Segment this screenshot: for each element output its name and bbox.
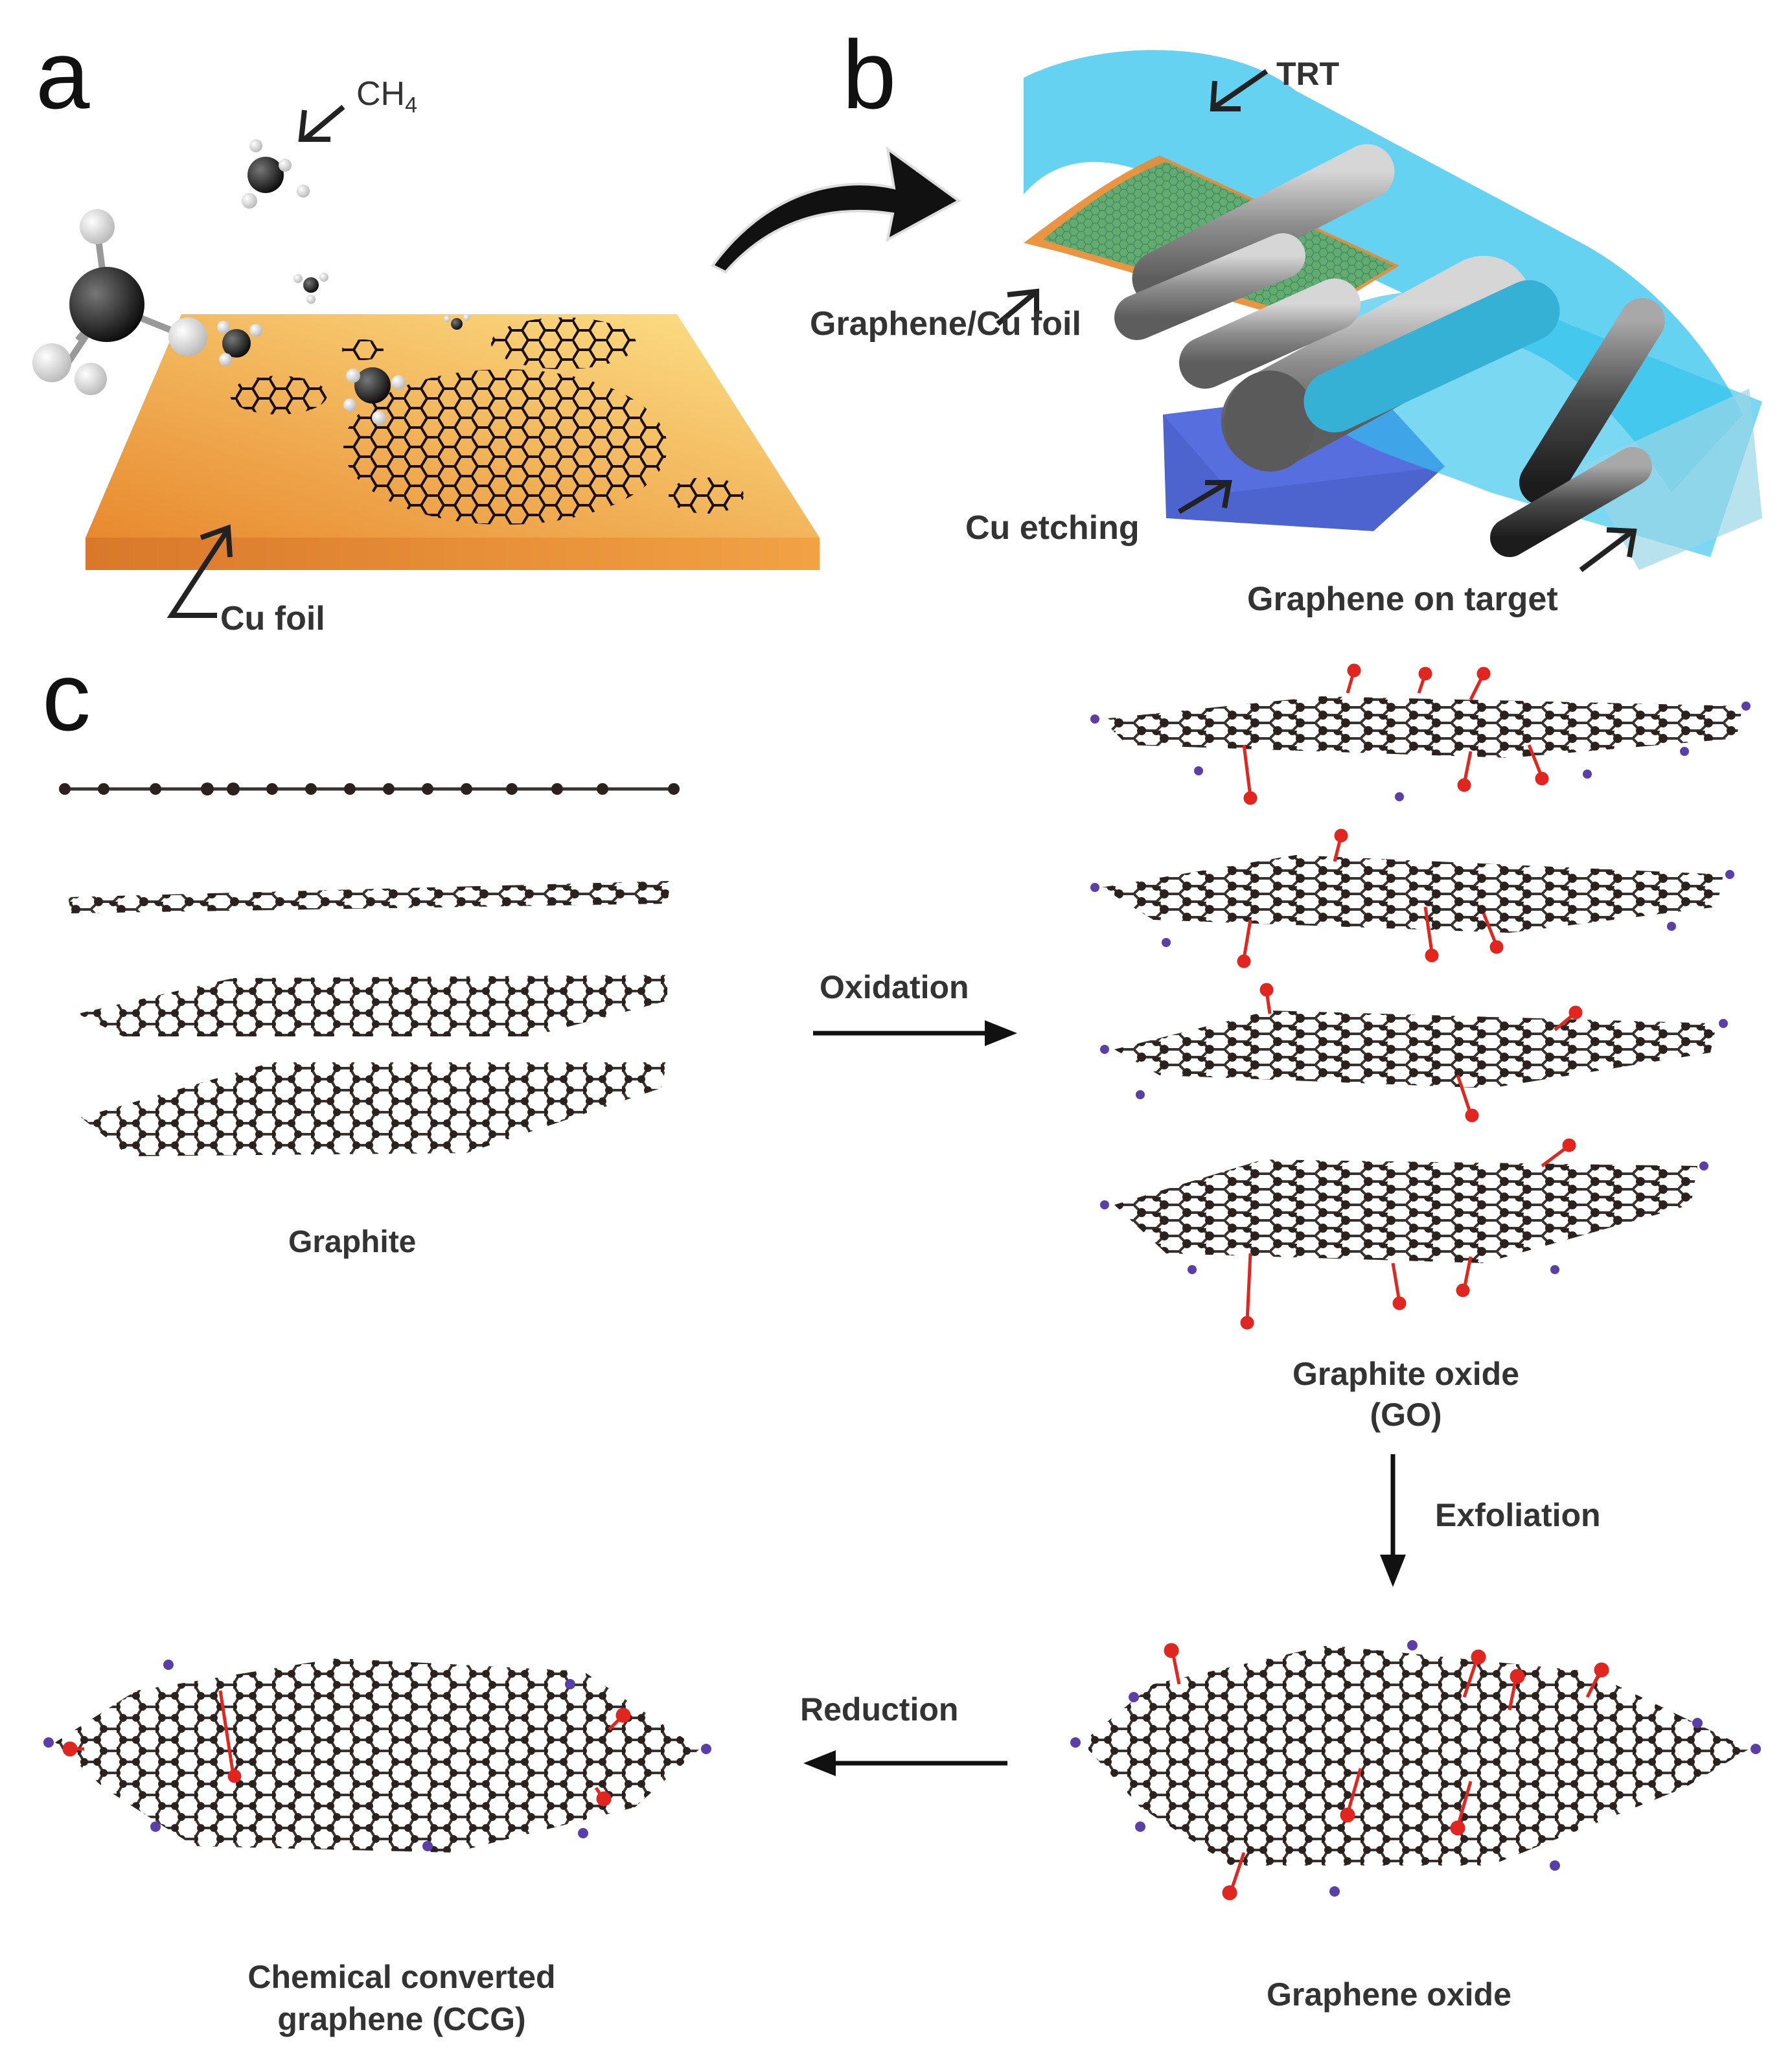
graphene-islands [230,317,744,525]
panel-b-illustration [996,50,1762,573]
graphene-island-right [491,317,636,369]
roller-right-lower [1490,447,1652,557]
graphene-oxide-sheet [1070,1640,1761,1901]
methane-medium [242,139,310,209]
roller-top [1132,144,1395,306]
ch4-subscript: 4 [405,93,418,118]
oxidation-arrow [813,1020,1017,1046]
go-layer-2 [1090,828,1734,968]
oxidation-label: Oxidation [820,969,969,1005]
graphite-oxide-label-line1: Graphite oxide [1292,1356,1520,1392]
panel-a-illustration [32,104,820,618]
reduction-arrow [803,1750,1007,1776]
ch4-label: CH4 [356,74,417,118]
roller-right-upper [1519,298,1665,505]
graphite-layer-4 [81,1062,667,1156]
methane-adsorbed-2 [343,367,406,425]
roller-upper-left [1114,233,1305,340]
panel-a-letter: a [36,20,90,129]
exfoliation-label: Exfoliation [1435,1497,1601,1533]
graphite-oxide-label: Graphite oxide (GO) [1244,1354,1568,1435]
graphite-layer-2 [68,881,671,913]
graphite-oxide-stack [1090,663,1751,1330]
panel-c-letter: c [42,642,91,751]
roller-bath [1304,280,1560,433]
cu-foil-pointer [167,524,233,618]
go-layer-1 [1090,663,1751,805]
graphene-oxide-label: Graphene oxide [1267,1976,1511,2013]
panel-b-letter: b [842,20,897,129]
graphene-island-large [343,369,667,525]
methane-large [32,209,207,395]
reduction-label: Reduction [800,1691,959,1728]
go-layer-4 [1100,1138,1708,1330]
target-substrate [1581,389,1762,570]
go-layer-3 [1100,983,1728,1123]
graphite-stack [59,782,680,1156]
ch4-arrow [298,104,345,142]
methane-small [293,273,470,330]
roller-middle [1179,279,1361,389]
cu-foil-label: Cu foil [220,600,325,637]
graphite-label: Graphite [288,1225,417,1259]
ccg-label-line1: Chemical converted [247,1959,556,1995]
ccg-label-line2: graphene (CCG) [277,2001,526,2037]
panel-b-pointers [996,69,1637,573]
exfoliation-arrow [1380,1454,1406,1587]
ccg-label: Chemical converted graphene (CCG) [194,1956,609,2040]
graphite-layer-3 [78,975,667,1036]
ccg-sheet [43,1658,711,1853]
trt-label: TRT [1276,56,1340,92]
graphite-oxide-label-line2: (GO) [1370,1396,1442,1433]
ch4-text: CH [356,75,406,113]
methane-adsorbed-1 [217,321,262,366]
graphene-island-tiny [342,339,384,360]
graphene-island-small [669,477,744,514]
graphene-island-left [230,376,327,415]
graphene-on-target-label: Graphene on target [1247,580,1558,618]
graphite-layer-1 [59,782,680,795]
cu-etching-label: Cu etching [965,509,1140,547]
graphene-cu-foil-label: Graphene/Cu foil [810,305,1081,343]
